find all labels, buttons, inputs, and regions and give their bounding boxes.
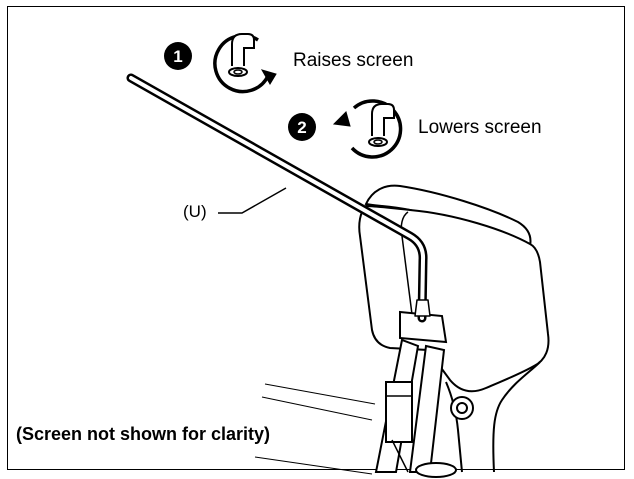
mount-bracket: [374, 310, 457, 478]
hex-key-tool: [126, 73, 431, 323]
hex-key-callout-label: (U): [183, 202, 207, 221]
step-1-label: Raises screen: [293, 50, 414, 71]
svg-text:1: 1: [173, 47, 182, 66]
step-2-label: Lowers screen: [418, 117, 542, 138]
step-2-badge-icon: 2: [288, 113, 316, 141]
background-lines: [254, 383, 376, 475]
diagram-caption: (Screen not shown for clarity): [16, 424, 271, 444]
rotate-clockwise-icon: [213, 33, 277, 94]
rotate-counterclockwise-icon: [332, 99, 403, 159]
svg-text:2: 2: [297, 118, 306, 137]
u-leader-line: [218, 187, 287, 214]
step-1-badge-icon: 1: [164, 42, 192, 70]
